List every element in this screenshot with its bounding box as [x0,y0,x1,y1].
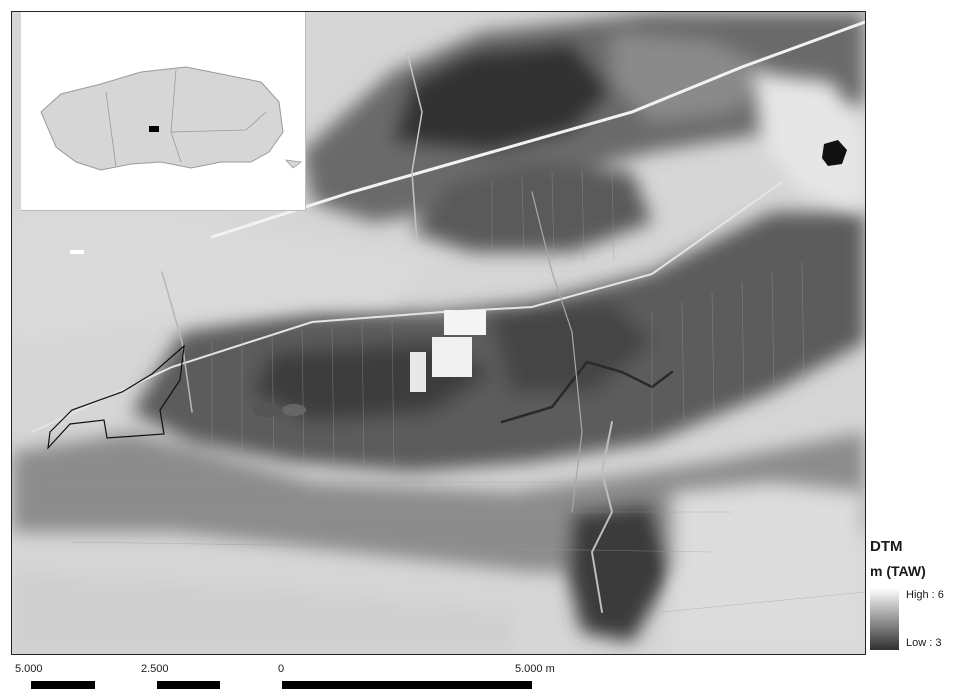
scale-segment-2 [95,681,157,689]
inset-region-shape [40,66,284,171]
scale-bar: 5.000 2.500 0 5.000 m [0,660,560,691]
study-area-outline [47,344,185,450]
scale-segment-5 [282,681,532,689]
legend-color-ramp [870,588,899,650]
field-parcels [52,169,865,613]
inset-exclave [284,159,303,169]
legend-high-label: High : 6 [906,589,944,601]
north-low-area [302,12,865,252]
dtm-raster[interactable] [12,12,865,654]
legend: DTM m (TAW) High : 6 Low : 3 [870,538,965,656]
legend-unit: m (TAW) [870,563,926,579]
map-frame[interactable] [11,11,866,655]
scale-segment-3 [157,681,220,689]
scale-segment-1 [31,681,95,689]
inset-study-marker [149,126,159,132]
scale-segment-4 [220,681,282,689]
inset-locator-map [21,12,306,211]
west-white-marker [70,250,84,254]
east-dark-pond [822,140,847,166]
scale-label-2500: 2.500 [141,663,169,675]
scale-label-0: 0 [278,663,285,675]
legend-low-label: Low : 3 [906,637,942,649]
industrial-parcels [253,310,486,417]
inset-svg [40,66,303,171]
inset-province-borders [105,69,267,168]
scale-label-5000-left: 5.000 [15,663,43,675]
legend-title: DTM [870,538,903,555]
upland-high-area [12,72,865,654]
scale-label-5000-right: 5.000 m [515,663,555,675]
